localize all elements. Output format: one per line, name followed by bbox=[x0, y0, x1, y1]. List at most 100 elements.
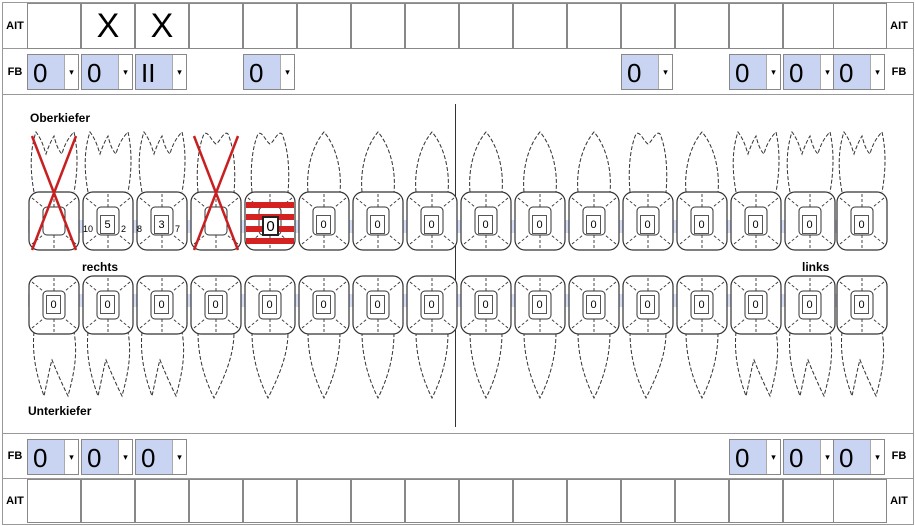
ait-top-cell[interactable] bbox=[783, 3, 837, 49]
upper-pocket-value[interactable]: 0 bbox=[586, 215, 601, 234]
lower-pocket-value[interactable]: 0 bbox=[208, 295, 223, 314]
upper-tooth-2[interactable] bbox=[82, 130, 134, 254]
upper-pocket-value[interactable]: 5 bbox=[100, 215, 115, 234]
ait-bottom-cell[interactable] bbox=[459, 479, 513, 523]
ait-top-cell[interactable] bbox=[189, 3, 243, 49]
ait-bottom-cell[interactable] bbox=[189, 479, 243, 523]
upper-pocket-value[interactable]: 3 bbox=[154, 215, 169, 234]
ait-top-cell[interactable] bbox=[833, 3, 887, 49]
upper-pocket-value[interactable]: 0 bbox=[478, 215, 493, 234]
ait-bottom-cell[interactable] bbox=[567, 479, 621, 523]
lower-tooth-5[interactable] bbox=[244, 274, 296, 402]
lower-pocket-value[interactable]: 0 bbox=[100, 295, 115, 314]
upper-tooth-6[interactable] bbox=[298, 130, 350, 254]
ait-bottom-cell[interactable] bbox=[513, 479, 567, 523]
lower-tooth-2[interactable] bbox=[82, 274, 134, 402]
upper-pocket-value[interactable]: 0 bbox=[424, 215, 439, 234]
chevron-down-icon[interactable]: ▾ bbox=[870, 55, 884, 89]
ait-top-cell[interactable] bbox=[351, 3, 405, 49]
lower-pocket-value[interactable]: 0 bbox=[802, 295, 817, 314]
fb-bottom-select[interactable]: 0▾ bbox=[833, 439, 885, 475]
lower-tooth-11[interactable] bbox=[568, 274, 620, 402]
chevron-down-icon[interactable]: ▾ bbox=[870, 440, 884, 474]
upper-pocket-value[interactable]: 0 bbox=[748, 215, 763, 234]
upper-pocket-value[interactable]: 0 bbox=[802, 215, 817, 234]
fb-top-select[interactable]: 0▾ bbox=[621, 54, 673, 90]
ait-top-cell[interactable] bbox=[243, 3, 297, 49]
chevron-down-icon[interactable]: ▾ bbox=[172, 55, 186, 89]
upper-pocket-value[interactable]: 0 bbox=[854, 215, 869, 234]
ait-bottom-cell[interactable] bbox=[27, 479, 81, 523]
lower-pocket-value[interactable]: 0 bbox=[532, 295, 547, 314]
chevron-down-icon[interactable]: ▾ bbox=[118, 55, 132, 89]
upper-tooth-4[interactable] bbox=[190, 130, 242, 254]
lower-pocket-value[interactable]: 0 bbox=[854, 295, 869, 314]
upper-tooth-12[interactable] bbox=[622, 130, 674, 254]
upper-tooth-9[interactable] bbox=[460, 130, 512, 254]
lower-pocket-value[interactable]: 0 bbox=[424, 295, 439, 314]
ait-bottom-cell[interactable] bbox=[135, 479, 189, 523]
ait-top-cell[interactable] bbox=[675, 3, 729, 49]
upper-tooth-16[interactable] bbox=[836, 130, 888, 254]
upper-pocket-value[interactable]: 0 bbox=[370, 215, 385, 234]
lower-pocket-value[interactable]: 0 bbox=[154, 295, 169, 314]
ait-top-cell[interactable] bbox=[405, 3, 459, 49]
chevron-down-icon[interactable]: ▾ bbox=[118, 440, 132, 474]
lower-tooth-9[interactable] bbox=[460, 274, 512, 402]
fb-bottom-select[interactable]: 0▾ bbox=[783, 439, 835, 475]
ait-bottom-cell[interactable] bbox=[297, 479, 351, 523]
ait-top-cell[interactable]: X bbox=[135, 3, 189, 49]
fb-top-select[interactable]: 0▾ bbox=[783, 54, 835, 90]
lower-pocket-value[interactable]: 0 bbox=[694, 295, 709, 314]
lower-tooth-6[interactable] bbox=[298, 274, 350, 402]
chevron-down-icon[interactable]: ▾ bbox=[172, 440, 186, 474]
lower-tooth-15[interactable] bbox=[784, 274, 836, 402]
lower-tooth-12[interactable] bbox=[622, 274, 674, 402]
fb-top-select[interactable]: 0▾ bbox=[729, 54, 781, 90]
ait-top-cell[interactable] bbox=[459, 3, 513, 49]
chevron-down-icon[interactable]: ▾ bbox=[766, 55, 780, 89]
ait-top-cell[interactable] bbox=[729, 3, 783, 49]
ait-bottom-cell[interactable] bbox=[81, 479, 135, 523]
lower-tooth-8[interactable] bbox=[406, 274, 458, 402]
chevron-down-icon[interactable]: ▾ bbox=[280, 55, 294, 89]
lower-pocket-value[interactable]: 0 bbox=[46, 295, 61, 314]
ait-top-cell[interactable] bbox=[513, 3, 567, 49]
lower-pocket-value[interactable]: 0 bbox=[640, 295, 655, 314]
fb-bottom-select[interactable]: 0▾ bbox=[135, 439, 187, 475]
ait-top-cell[interactable] bbox=[567, 3, 621, 49]
fb-top-select[interactable]: 0▾ bbox=[81, 54, 133, 90]
chevron-down-icon[interactable]: ▾ bbox=[658, 55, 672, 89]
upper-pocket-value[interactable]: 0 bbox=[640, 215, 655, 234]
ait-bottom-cell[interactable] bbox=[783, 479, 837, 523]
upper-tooth-3[interactable] bbox=[136, 130, 188, 254]
upper-tooth-7[interactable] bbox=[352, 130, 404, 254]
upper-pocket-value[interactable]: 0 bbox=[316, 215, 331, 234]
chevron-down-icon[interactable]: ▾ bbox=[64, 55, 78, 89]
lower-pocket-value[interactable]: 0 bbox=[370, 295, 385, 314]
chevron-down-icon[interactable]: ▾ bbox=[820, 440, 834, 474]
lower-tooth-13[interactable] bbox=[676, 274, 728, 402]
lower-pocket-value[interactable]: 0 bbox=[748, 295, 763, 314]
upper-tooth-10[interactable] bbox=[514, 130, 566, 254]
lower-pocket-value[interactable]: 0 bbox=[316, 295, 331, 314]
lower-tooth-16[interactable] bbox=[836, 274, 888, 402]
ait-bottom-cell[interactable] bbox=[729, 479, 783, 523]
ait-top-cell[interactable] bbox=[297, 3, 351, 49]
chevron-down-icon[interactable]: ▾ bbox=[64, 440, 78, 474]
chevron-down-icon[interactable]: ▾ bbox=[820, 55, 834, 89]
fb-top-select[interactable]: 0▾ bbox=[27, 54, 79, 90]
upper-pocket-value[interactable]: 0 bbox=[532, 215, 547, 234]
ait-bottom-cell[interactable] bbox=[833, 479, 887, 523]
fb-top-select[interactable]: II▾ bbox=[135, 54, 187, 90]
upper-tooth-15[interactable] bbox=[784, 130, 836, 254]
lower-tooth-4[interactable] bbox=[190, 274, 242, 402]
ait-bottom-cell[interactable] bbox=[405, 479, 459, 523]
fb-bottom-select[interactable]: 0▾ bbox=[27, 439, 79, 475]
lower-tooth-10[interactable] bbox=[514, 274, 566, 402]
lower-pocket-value[interactable]: 0 bbox=[478, 295, 493, 314]
ait-top-cell[interactable] bbox=[621, 3, 675, 49]
lower-tooth-7[interactable] bbox=[352, 274, 404, 402]
upper-tooth-1[interactable] bbox=[28, 130, 80, 254]
lower-tooth-1[interactable] bbox=[28, 274, 80, 402]
